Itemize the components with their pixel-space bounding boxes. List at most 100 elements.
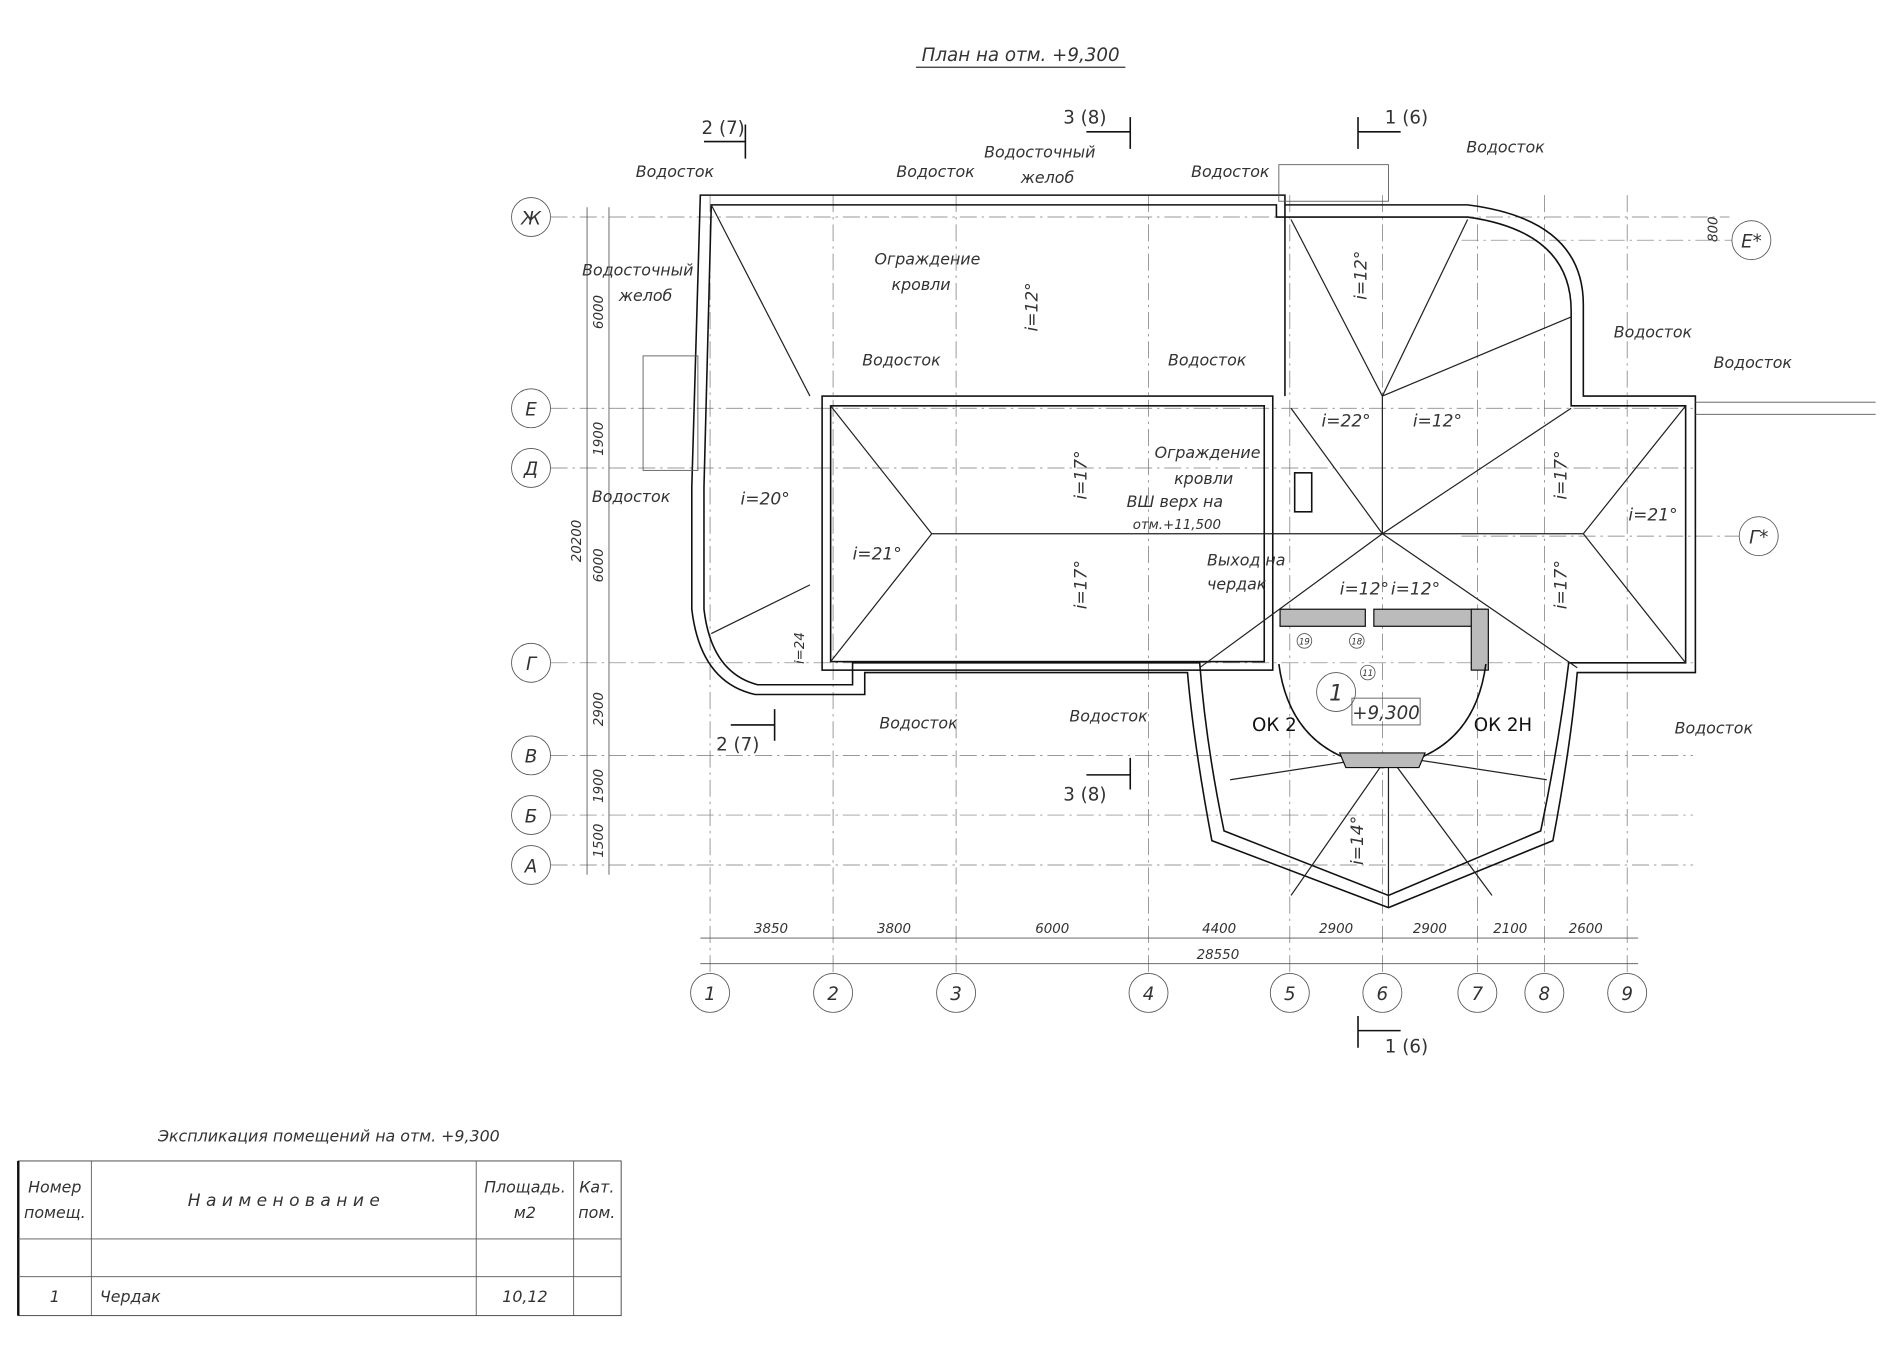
axis-label: 2 [827, 984, 839, 1005]
slope-label: i=21° [1628, 505, 1677, 525]
section-label: 3 (8) [1063, 107, 1106, 128]
section-marks: 2 (7) 3 (8) 1 (6) 2 (7) 3 (8) 1 (6) [702, 107, 1429, 1057]
cell-name: Чердак [100, 1287, 161, 1306]
dimension: 2100 [1493, 922, 1527, 937]
slope-label: i=17° [1551, 560, 1571, 609]
section-label: 1 (6) [1385, 1037, 1428, 1058]
axis-label: Е [525, 400, 537, 421]
header-area: м2 [514, 1203, 536, 1222]
axis-label: Г [526, 654, 538, 675]
axis-label: 5 [1284, 984, 1296, 1005]
explication-table: Экспликация помещений на отм. +9,300 Ном… [17, 1126, 622, 1317]
attic-room: 1 +9,300 ОК 2 ОК 2Н 19 18 11 [1252, 608, 1532, 769]
dimension: 1900 [592, 422, 607, 456]
slope-label: i=20° [741, 489, 790, 509]
axis-label: 8 [1539, 984, 1551, 1005]
step-number: 11 [1362, 669, 1373, 679]
gutter-label: Водосточный [984, 142, 1095, 161]
roof-outline [642, 164, 1876, 909]
downpipe-label: Водосток [1069, 706, 1148, 725]
header-name: Н а и м е н о в а н и е [188, 1191, 380, 1211]
vent-label: отм.+11,500 [1133, 518, 1221, 533]
dimension-total: 28550 [1197, 948, 1240, 963]
roof-fence-label: кровли [892, 275, 951, 294]
slope-label: i=17° [1071, 450, 1091, 499]
attic-exit-label: Выход на [1207, 550, 1285, 569]
section-label: 2 (7) [702, 118, 745, 139]
slope-label: i=17° [1071, 560, 1091, 609]
gutter-label: желоб [1020, 168, 1075, 187]
axis-label: 9 [1621, 984, 1633, 1005]
gutter-label: Водосточный [582, 261, 693, 280]
roof-fence-label: кровли [1174, 469, 1233, 488]
dimension: 4400 [1202, 922, 1236, 937]
slope-label: i=12° [1391, 580, 1440, 600]
dimension: 3800 [877, 922, 911, 937]
section-label: 2 (7) [716, 735, 759, 756]
cell-number: 1 [50, 1287, 60, 1306]
room-number: 1 [1329, 682, 1343, 707]
downpipe-label: Водосток [862, 351, 941, 370]
axis-label: А [524, 856, 537, 877]
dimension: 2900 [592, 692, 607, 726]
header-number: Номер [28, 1178, 81, 1197]
header-category: Кат. [579, 1178, 614, 1197]
vent-label: ВШ [1127, 492, 1155, 511]
step-number: 19 [1299, 638, 1310, 648]
roof-fence-label: Ограждение [1155, 443, 1261, 462]
section-label: 3 (8) [1063, 784, 1106, 805]
slope-label: i=12° [1413, 412, 1462, 432]
axis-label: 1 [704, 984, 716, 1005]
axis-label: 3 [950, 984, 962, 1005]
room-level: +9,300 [1352, 703, 1420, 724]
room-number-circle [1316, 672, 1357, 712]
slope-label: i=12° [1340, 580, 1389, 600]
window-ok2: ОК 2 [1252, 715, 1297, 736]
axis-label: Д [523, 459, 538, 480]
axis-label: Г* [1749, 527, 1768, 548]
axis-label: В [525, 747, 538, 768]
axis-label: Б [525, 806, 538, 827]
dimension: 2900 [1413, 922, 1447, 937]
vent-label: верх на [1159, 492, 1223, 511]
window-ok2n: ОК 2Н [1474, 715, 1532, 736]
dimension: 3850 [754, 922, 788, 937]
axis-label: Е* [1741, 232, 1762, 253]
downpipe-label: Водосток [1714, 353, 1793, 372]
downpipe-label: Водосток [1191, 162, 1270, 181]
cell-area: 10,12 [502, 1287, 547, 1306]
gutter-label: желоб [618, 286, 673, 305]
table-title: Экспликация помещений на отм. +9,300 [157, 1126, 500, 1145]
axis-markers: 1 2 3 4 5 6 7 8 9 Ж Е Д Г В Б А Е* Г* [511, 197, 1779, 1013]
dimension: 6000 [1035, 922, 1069, 937]
dimension: 2900 [1319, 922, 1353, 937]
slope-label: i=21° [853, 544, 902, 564]
downpipe-label: Водосток [636, 162, 715, 181]
dimension: 1900 [592, 769, 607, 803]
downpipe-label: Водосток [879, 714, 958, 733]
dimension: 6000 [592, 295, 607, 329]
downpipe-label: Водосток [592, 487, 671, 506]
step-number: 18 [1351, 638, 1362, 648]
roof-ridges [710, 204, 1687, 908]
slope-label: i=14° [1348, 816, 1368, 865]
slope-label: i=12° [1352, 251, 1372, 300]
axis-label: 6 [1377, 984, 1389, 1005]
downpipe-label: Водосток [1675, 718, 1754, 737]
slope-label: i=22° [1321, 412, 1370, 432]
header-category: пом. [578, 1203, 615, 1222]
axis-label: 7 [1472, 984, 1484, 1005]
annotations: Водосток Водосток Водосток Водосток Водо… [582, 138, 1792, 738]
dimension: 1500 [592, 824, 607, 858]
downpipe-label: Водосток [1168, 351, 1247, 370]
downpipe-label: Водосток [1466, 138, 1545, 157]
slope-label: i=12° [1023, 282, 1043, 331]
slope-label: i=17° [1551, 450, 1571, 499]
downpipe-label: Водосток [896, 162, 975, 181]
slope-label: i=24 [793, 632, 808, 664]
section-label: 1 (6) [1385, 107, 1428, 128]
dimension: 800 [1706, 216, 1721, 242]
axis-label: 4 [1143, 984, 1155, 1005]
roof-fence-label: Ограждение [874, 250, 980, 269]
